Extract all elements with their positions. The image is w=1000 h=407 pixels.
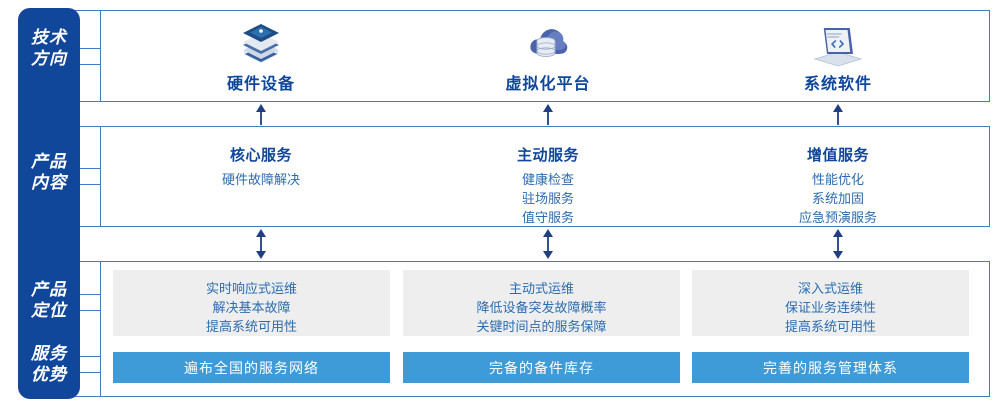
up-arrow-hardware: [253, 104, 269, 131]
content-column-core-service[interactable]: 核心服务 硬件故障解决: [113, 126, 409, 227]
product-content-panel: [100, 126, 990, 227]
content-heading: 主动服务: [516, 147, 579, 164]
positioning-line: 实时响应式运维: [205, 281, 297, 296]
positioning-line: 保证业务连续性: [784, 300, 876, 315]
connector-positioning-lower: [72, 310, 104, 311]
laptop-code-icon: [803, 16, 873, 68]
technology-title: 系统软件: [803, 76, 872, 93]
category-rail: [18, 8, 80, 399]
server-stack-icon: [226, 16, 296, 68]
bi-arrow-value: [830, 229, 846, 264]
up-arrow-software: [830, 104, 846, 131]
connector-technology-upper: [72, 48, 104, 49]
positioning-line: 深入式运维: [797, 281, 863, 296]
positioning-line: 提高系统可用性: [784, 319, 876, 334]
bi-arrow-core: [253, 229, 269, 264]
cloud-database-icon: [513, 16, 583, 68]
positioning-line: 提高系统可用性: [205, 319, 297, 334]
content-heading: 核心服务: [229, 147, 292, 164]
technology-column-software[interactable]: 系统软件: [690, 10, 986, 102]
technology-column-virtualization[interactable]: 虚拟化平台: [400, 10, 696, 102]
content-item: 值守服务: [521, 210, 574, 225]
connector-content-upper: [72, 168, 104, 169]
positioning-box-realtime[interactable]: 实时响应式运维 解决基本故障 提高系统可用性: [113, 270, 390, 336]
technology-column-hardware[interactable]: 硬件设备: [113, 10, 409, 102]
content-column-proactive-service[interactable]: 主动服务 健康检查 驻场服务 值守服务: [400, 126, 696, 227]
positioning-box-indepth[interactable]: 深入式运维 保证业务连续性 提高系统可用性: [692, 270, 969, 336]
positioning-line: 关键时间点的服务保障: [476, 319, 607, 334]
technology-title: 硬件设备: [226, 76, 295, 93]
positioning-line: 解决基本故障: [212, 300, 291, 315]
bi-arrow-proactive: [540, 229, 556, 264]
content-heading: 增值服务: [806, 147, 869, 164]
content-item: 硬件故障解决: [221, 172, 300, 187]
advantage-bar-spare-parts[interactable]: 完备的备件库存: [403, 352, 680, 383]
advantage-bar-management-system[interactable]: 完善的服务管理体系: [692, 352, 969, 383]
connector-advantage-upper: [72, 356, 104, 357]
positioning-line: 主动式运维: [508, 281, 574, 296]
content-column-value-added-service[interactable]: 增值服务 性能优化 系统加固 应急预演服务: [690, 126, 986, 227]
content-item: 性能优化: [811, 172, 864, 187]
content-item: 应急预演服务: [798, 210, 877, 225]
up-arrow-virtualization: [540, 104, 556, 131]
advantage-bar-service-network[interactable]: 遍布全国的服务网络: [113, 352, 390, 383]
content-item: 健康检查: [521, 172, 574, 187]
connector-positioning-upper: [72, 294, 104, 295]
content-item: 驻场服务: [521, 191, 574, 206]
positioning-line: 降低设备突发故障概率: [476, 300, 607, 315]
connector-content-lower: [72, 184, 104, 185]
positioning-box-proactive[interactable]: 主动式运维 降低设备突发故障概率 关键时间点的服务保障: [403, 270, 680, 336]
content-item: 系统加固: [811, 191, 864, 206]
connector-advantage-lower: [72, 372, 104, 373]
connector-technology-lower: [72, 64, 104, 65]
technology-title: 虚拟化平台: [505, 76, 591, 93]
